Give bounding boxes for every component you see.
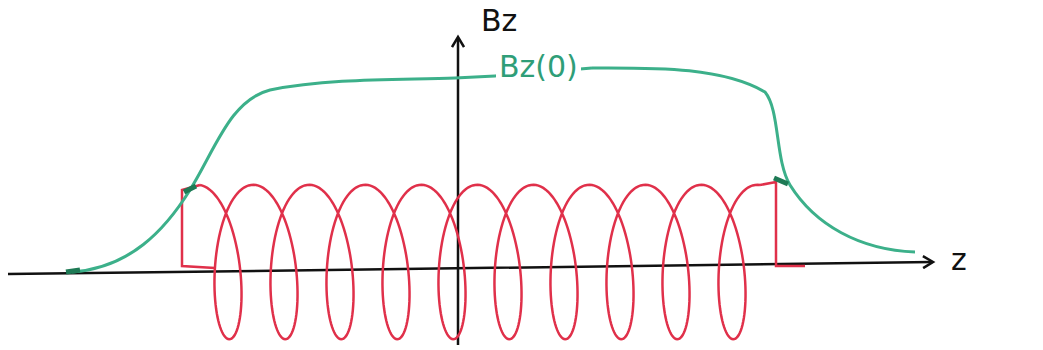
bz-axis	[457, 38, 460, 345]
field-label: Bz(0)	[496, 50, 581, 83]
end-ticks	[66, 178, 788, 272]
z-axis	[8, 262, 932, 274]
coil-winding	[200, 185, 760, 339]
solenoid-coil	[182, 182, 805, 339]
field-curve	[72, 68, 915, 272]
axis-label: z	[948, 243, 970, 276]
axis-label: Bz	[478, 4, 520, 37]
